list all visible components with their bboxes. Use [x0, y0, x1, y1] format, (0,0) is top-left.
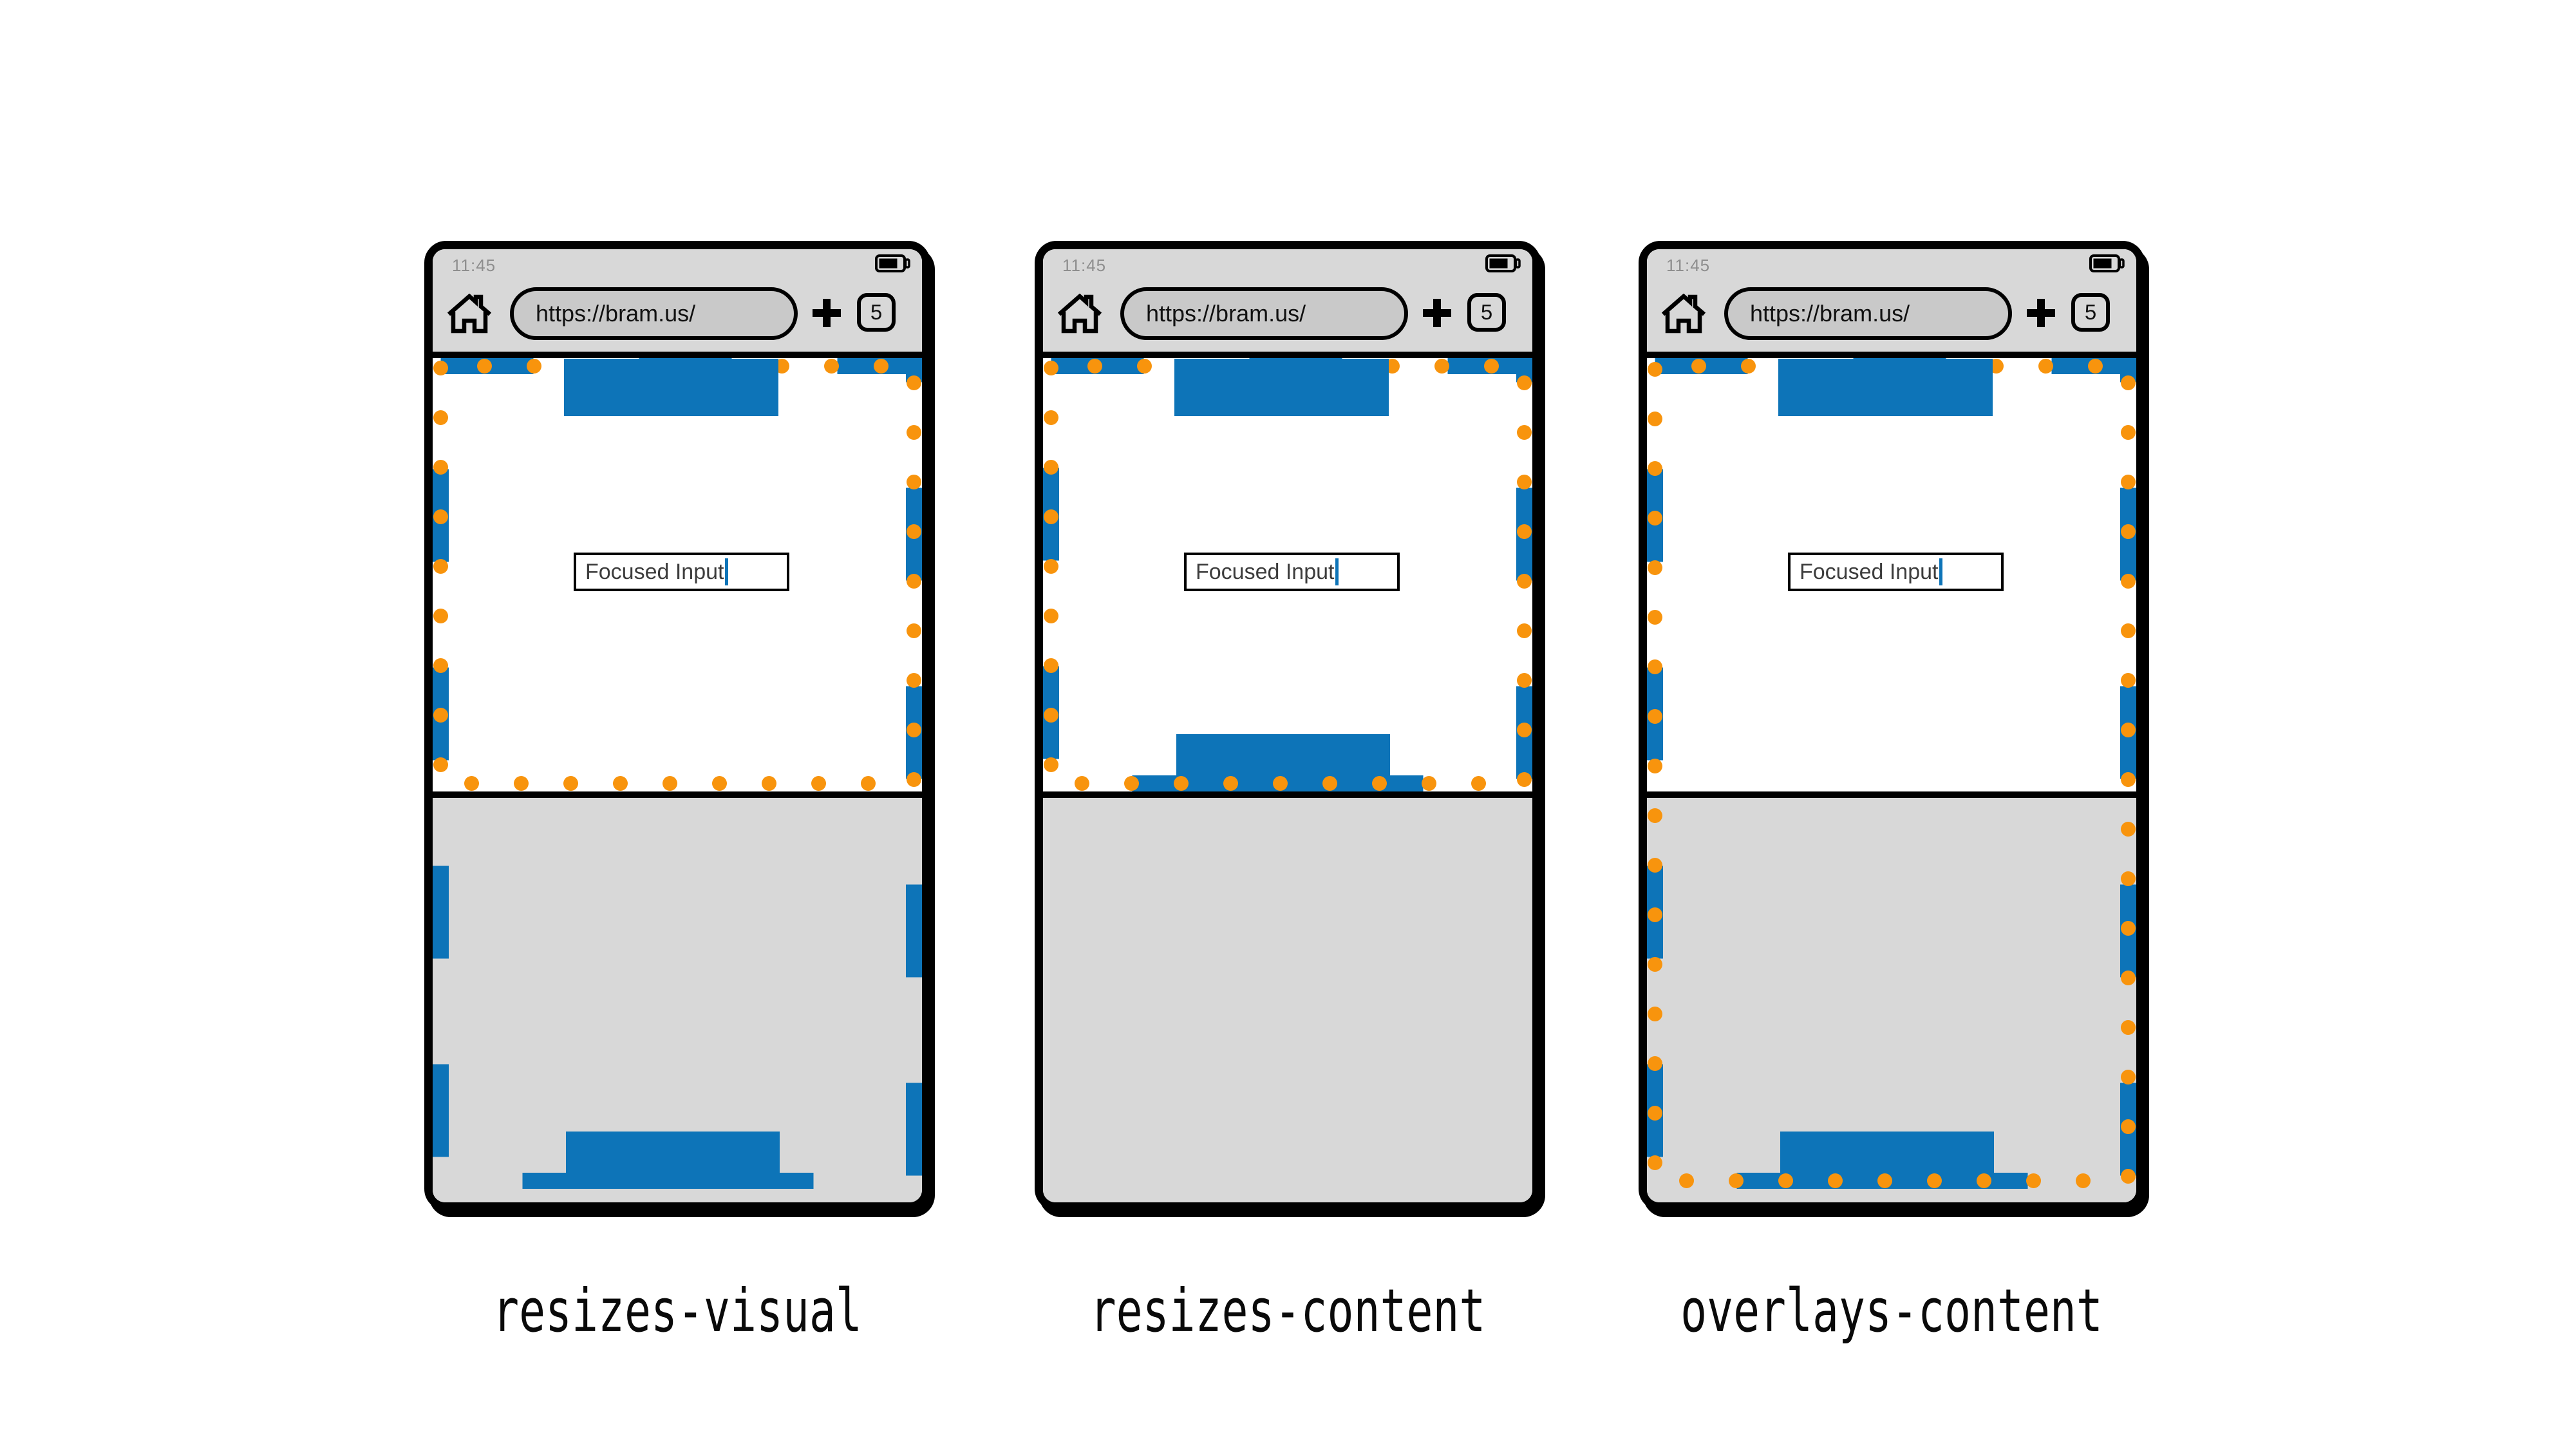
- layout-viewport-dashes: [1647, 358, 2136, 1189]
- focused-input[interactable]: Focused Input: [574, 553, 789, 591]
- phone-mockup-overlays-content: 11:45 https://bram.us/ 5: [1639, 241, 2145, 1211]
- phone-screen: 11:45 https://bram.us/ 5: [433, 249, 922, 1202]
- visual-viewport-dots: [1648, 359, 2136, 1188]
- tab-count: 5: [2084, 300, 2097, 324]
- viewport-illustration: [433, 358, 922, 1189]
- chrome-separator: [1043, 352, 1532, 358]
- tab-counter[interactable]: 5: [2071, 293, 2110, 332]
- text-cursor: [1939, 558, 1943, 585]
- phone-label-resizes-content: resizes-content: [1089, 1276, 1486, 1345]
- viewport-illustration: [1647, 358, 2136, 1189]
- browser-chrome: 11:45 https://bram.us/ 5: [1647, 249, 2136, 352]
- text-cursor: [725, 558, 729, 585]
- virtual-keyboard-area: [1043, 798, 1532, 1202]
- page-header-bar: [1778, 359, 1993, 416]
- url-bar[interactable]: https://bram.us/: [1120, 287, 1408, 340]
- phone-label-overlays-content: overlays-content: [1680, 1276, 2103, 1345]
- chrome-separator: [433, 352, 922, 358]
- layout-viewport-dashes: [433, 358, 922, 1189]
- phone-mockup-resizes-content: 11:45 https://bram.us/ 5: [1035, 241, 1541, 1211]
- keyboard-top-edge: [433, 791, 922, 798]
- url-bar[interactable]: https://bram.us/: [510, 287, 798, 340]
- viewport-illustration: [1043, 358, 1532, 791]
- keyboard-top-edge: [1043, 791, 1532, 798]
- browser-chrome: 11:45 https://bram.us/ 5: [1043, 249, 1532, 352]
- battery-icon: [875, 254, 910, 272]
- tab-count: 5: [1480, 300, 1493, 324]
- browser-chrome: 11:45 https://bram.us/ 5: [433, 249, 922, 352]
- status-time: 11:45: [1666, 256, 1711, 275]
- phone-screen: 11:45 https://bram.us/ 5: [1647, 249, 2136, 1202]
- phone-mockup-resizes-visual: 11:45 https://bram.us/ 5: [424, 241, 930, 1211]
- input-text: Focused Input: [585, 559, 724, 584]
- input-text: Focused Input: [1800, 559, 1939, 584]
- home-icon[interactable]: [1057, 294, 1102, 334]
- page-header-bar: [564, 359, 778, 416]
- phone-label-resizes-visual: resizes-visual: [493, 1276, 862, 1345]
- tab-counter[interactable]: 5: [1467, 293, 1506, 332]
- phone-screen: 11:45 https://bram.us/ 5: [1043, 249, 1532, 1202]
- plus-icon[interactable]: [811, 298, 842, 328]
- plus-icon[interactable]: [1422, 298, 1453, 328]
- status-time: 11:45: [1062, 256, 1107, 275]
- plus-icon[interactable]: [2026, 298, 2056, 328]
- page-header-bar: [1174, 359, 1389, 416]
- focused-input[interactable]: Focused Input: [1184, 553, 1400, 591]
- page-footer-bar: [566, 1132, 780, 1189]
- focused-input[interactable]: Focused Input: [1788, 553, 2004, 591]
- text-cursor: [1335, 558, 1339, 585]
- url-text: https://bram.us/: [1146, 300, 1306, 327]
- home-icon[interactable]: [1661, 294, 1706, 334]
- url-text: https://bram.us/: [536, 300, 696, 327]
- home-icon[interactable]: [447, 294, 492, 334]
- tab-counter[interactable]: 5: [857, 293, 896, 332]
- battery-icon: [2089, 254, 2125, 272]
- chrome-separator: [1647, 352, 2136, 358]
- status-time: 11:45: [452, 256, 496, 275]
- keyboard-top-edge: [1647, 791, 2136, 798]
- battery-icon: [1485, 254, 1521, 272]
- tab-count: 5: [870, 300, 883, 324]
- url-text: https://bram.us/: [1750, 300, 1910, 327]
- url-bar[interactable]: https://bram.us/: [1724, 287, 2012, 340]
- input-text: Focused Input: [1196, 559, 1335, 584]
